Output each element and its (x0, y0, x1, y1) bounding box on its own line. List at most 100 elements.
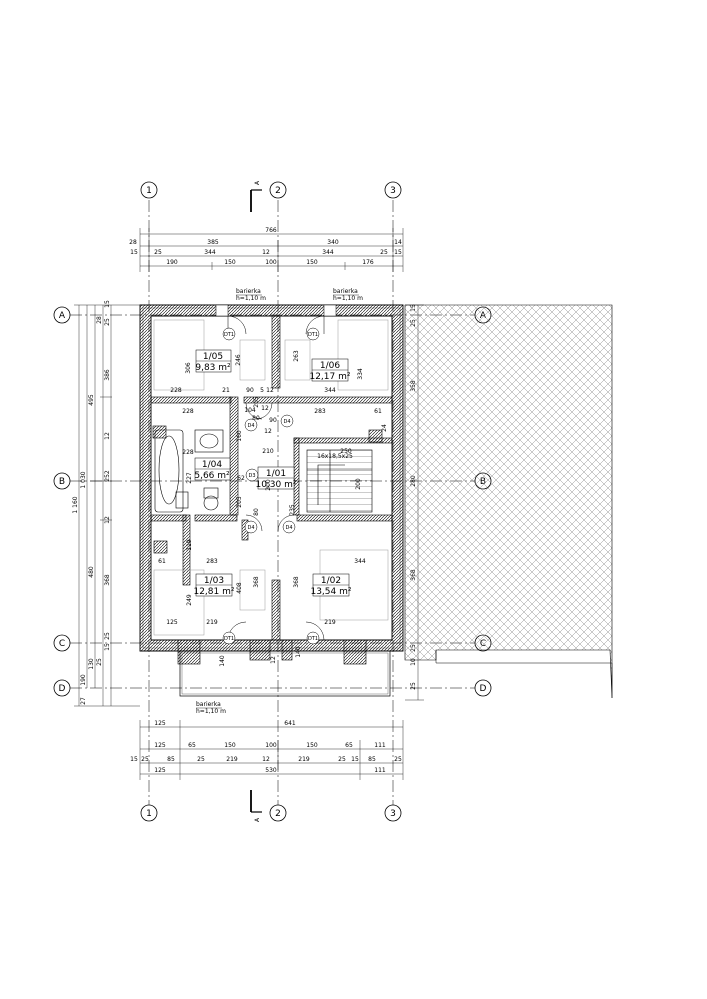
svg-text:9,83 m²: 9,83 m² (195, 363, 231, 373)
sink (194, 429, 224, 453)
svg-text:495: 495 (88, 394, 95, 406)
svg-text:25: 25 (154, 249, 162, 256)
svg-text:2: 2 (275, 186, 281, 196)
svg-text:65: 65 (345, 742, 353, 749)
interior-dimension-label: 21 (222, 387, 230, 394)
interior-dimension-label: 5 (260, 387, 264, 394)
svg-text:386: 386 (104, 369, 111, 381)
svg-text:1/02: 1/02 (321, 576, 341, 586)
svg-text:190: 190 (80, 674, 87, 686)
svg-text:D4: D4 (283, 419, 290, 425)
svg-text:150: 150 (224, 742, 236, 749)
interior-dimension-label: 219 (324, 619, 336, 626)
door-tag: D4 (282, 520, 296, 534)
room-1-06: 1/06 12,17 m² (309, 358, 351, 382)
interior-dimension-label: 306 (185, 362, 192, 374)
svg-text:C: C (59, 639, 65, 649)
interior-dimension-label: 119 (186, 539, 193, 551)
interior-dimension-label: 228 (182, 449, 194, 456)
room-1-01: 1/01 10,30 m² (255, 466, 297, 490)
svg-text:1/05: 1/05 (203, 352, 223, 362)
svg-text:25: 25 (197, 756, 205, 763)
svg-text:12: 12 (262, 756, 270, 763)
svg-text:219: 219 (298, 756, 310, 763)
svg-text:150: 150 (224, 259, 236, 266)
svg-text:A: A (254, 817, 261, 822)
svg-text:DT1: DT1 (224, 332, 234, 338)
interior-dimension-label: 228 (182, 408, 194, 415)
svg-text:25: 25 (410, 682, 417, 690)
room-1-05: 1/05 9,83 m² (195, 349, 232, 373)
section-mark-top: A (250, 180, 262, 212)
door-tags: DT1 DT1 DT1 DT1 D4 D4 D4 D4 D3 (222, 327, 320, 645)
svg-text:100: 100 (265, 259, 277, 266)
interior-dimension-label: 283 (206, 558, 218, 565)
svg-text:1/03: 1/03 (204, 576, 224, 586)
svg-text:barierka: barierka (236, 288, 261, 295)
svg-text:219: 219 (226, 756, 238, 763)
svg-text:25: 25 (104, 632, 111, 640)
axis-bubble-1-top: 1 (140, 181, 158, 199)
interior-dimension-label: 227 (186, 472, 193, 484)
dimension-labels-bottom: 125 641 125 65 150 100 150 65 111 15 25 … (130, 720, 402, 774)
svg-text:DT1: DT1 (224, 636, 234, 642)
interior-dimension-label: 228 (170, 387, 182, 394)
svg-text:14: 14 (394, 239, 402, 246)
svg-text:12,17 m²: 12,17 m² (309, 372, 350, 382)
interior-dimension-label: 61 (374, 408, 382, 415)
interior-dimension-label: 368 (293, 576, 300, 588)
door-tag: D4 (244, 418, 258, 432)
svg-text:h=1,10 m: h=1,10 m (333, 295, 363, 302)
svg-text:368: 368 (104, 574, 111, 586)
axis-bubble-2-top: 2 (269, 181, 287, 199)
svg-text:25: 25 (141, 756, 149, 763)
room-labels: 1/05 9,83 m² 1/06 12,17 m² 1/04 5,66 m² … (193, 349, 352, 597)
svg-text:DT1: DT1 (308, 332, 318, 338)
svg-text:15: 15 (130, 756, 138, 763)
svg-text:h=1,10 m: h=1,10 m (196, 708, 226, 715)
svg-text:176: 176 (362, 259, 374, 266)
svg-text:85: 85 (167, 756, 175, 763)
svg-text:1 160: 1 160 (72, 496, 79, 513)
interior-dimension-label: 80 (252, 415, 260, 422)
svg-text:1/06: 1/06 (320, 361, 340, 371)
svg-text:DT1: DT1 (308, 636, 318, 642)
svg-text:28: 28 (129, 239, 137, 246)
svg-text:344: 344 (322, 249, 334, 256)
door-tag: DT1 (222, 631, 236, 645)
interior-dimension-label: 104 (244, 407, 256, 414)
svg-text:190: 190 (166, 259, 178, 266)
svg-text:A: A (59, 311, 66, 321)
svg-text:252: 252 (104, 470, 111, 482)
svg-text:15: 15 (351, 756, 359, 763)
axis-bubbles-vertical: 1 2 3 1 2 3 (140, 181, 402, 822)
interior-dimension-label: 210 (262, 448, 274, 455)
svg-text:1: 1 (146, 186, 152, 196)
axis-bubble-d-left: D (53, 679, 71, 697)
section-mark-bottom: A (250, 790, 262, 822)
barrier-notes: barierka h=1,10 m barierka h=1,10 m bari… (196, 288, 363, 715)
svg-text:D: D (59, 684, 66, 694)
svg-text:766: 766 (265, 227, 277, 234)
svg-text:125: 125 (154, 767, 166, 774)
interior-dimension-label: 62 (237, 475, 245, 482)
svg-text:65: 65 (188, 742, 196, 749)
svg-text:1: 1 (146, 809, 152, 819)
building-walls (139, 304, 404, 697)
room-1-04: 1/04 5,66 m² (194, 457, 231, 481)
svg-text:125: 125 (154, 742, 166, 749)
axis-bubble-c-left: C (53, 634, 71, 652)
svg-text:480: 480 (88, 566, 95, 578)
interior-dimension-label: 125 (166, 619, 178, 626)
svg-text:h=1,10 m: h=1,10 m (236, 295, 266, 302)
interior-dimension-label: 12 (264, 428, 272, 435)
dimensions-left (74, 304, 140, 707)
interior-dimension-label: 140 (219, 655, 226, 667)
interior-dimension-label: 12 (270, 656, 277, 664)
room-1-02: 1/02 13,54 m² (310, 573, 352, 597)
svg-text:D4: D4 (247, 525, 254, 531)
svg-text:10,30 m²: 10,30 m² (255, 480, 296, 490)
axis-bubble-3-bottom: 3 (384, 804, 402, 822)
axis-bubble-a-left: A (53, 306, 71, 324)
svg-text:25: 25 (104, 318, 111, 326)
